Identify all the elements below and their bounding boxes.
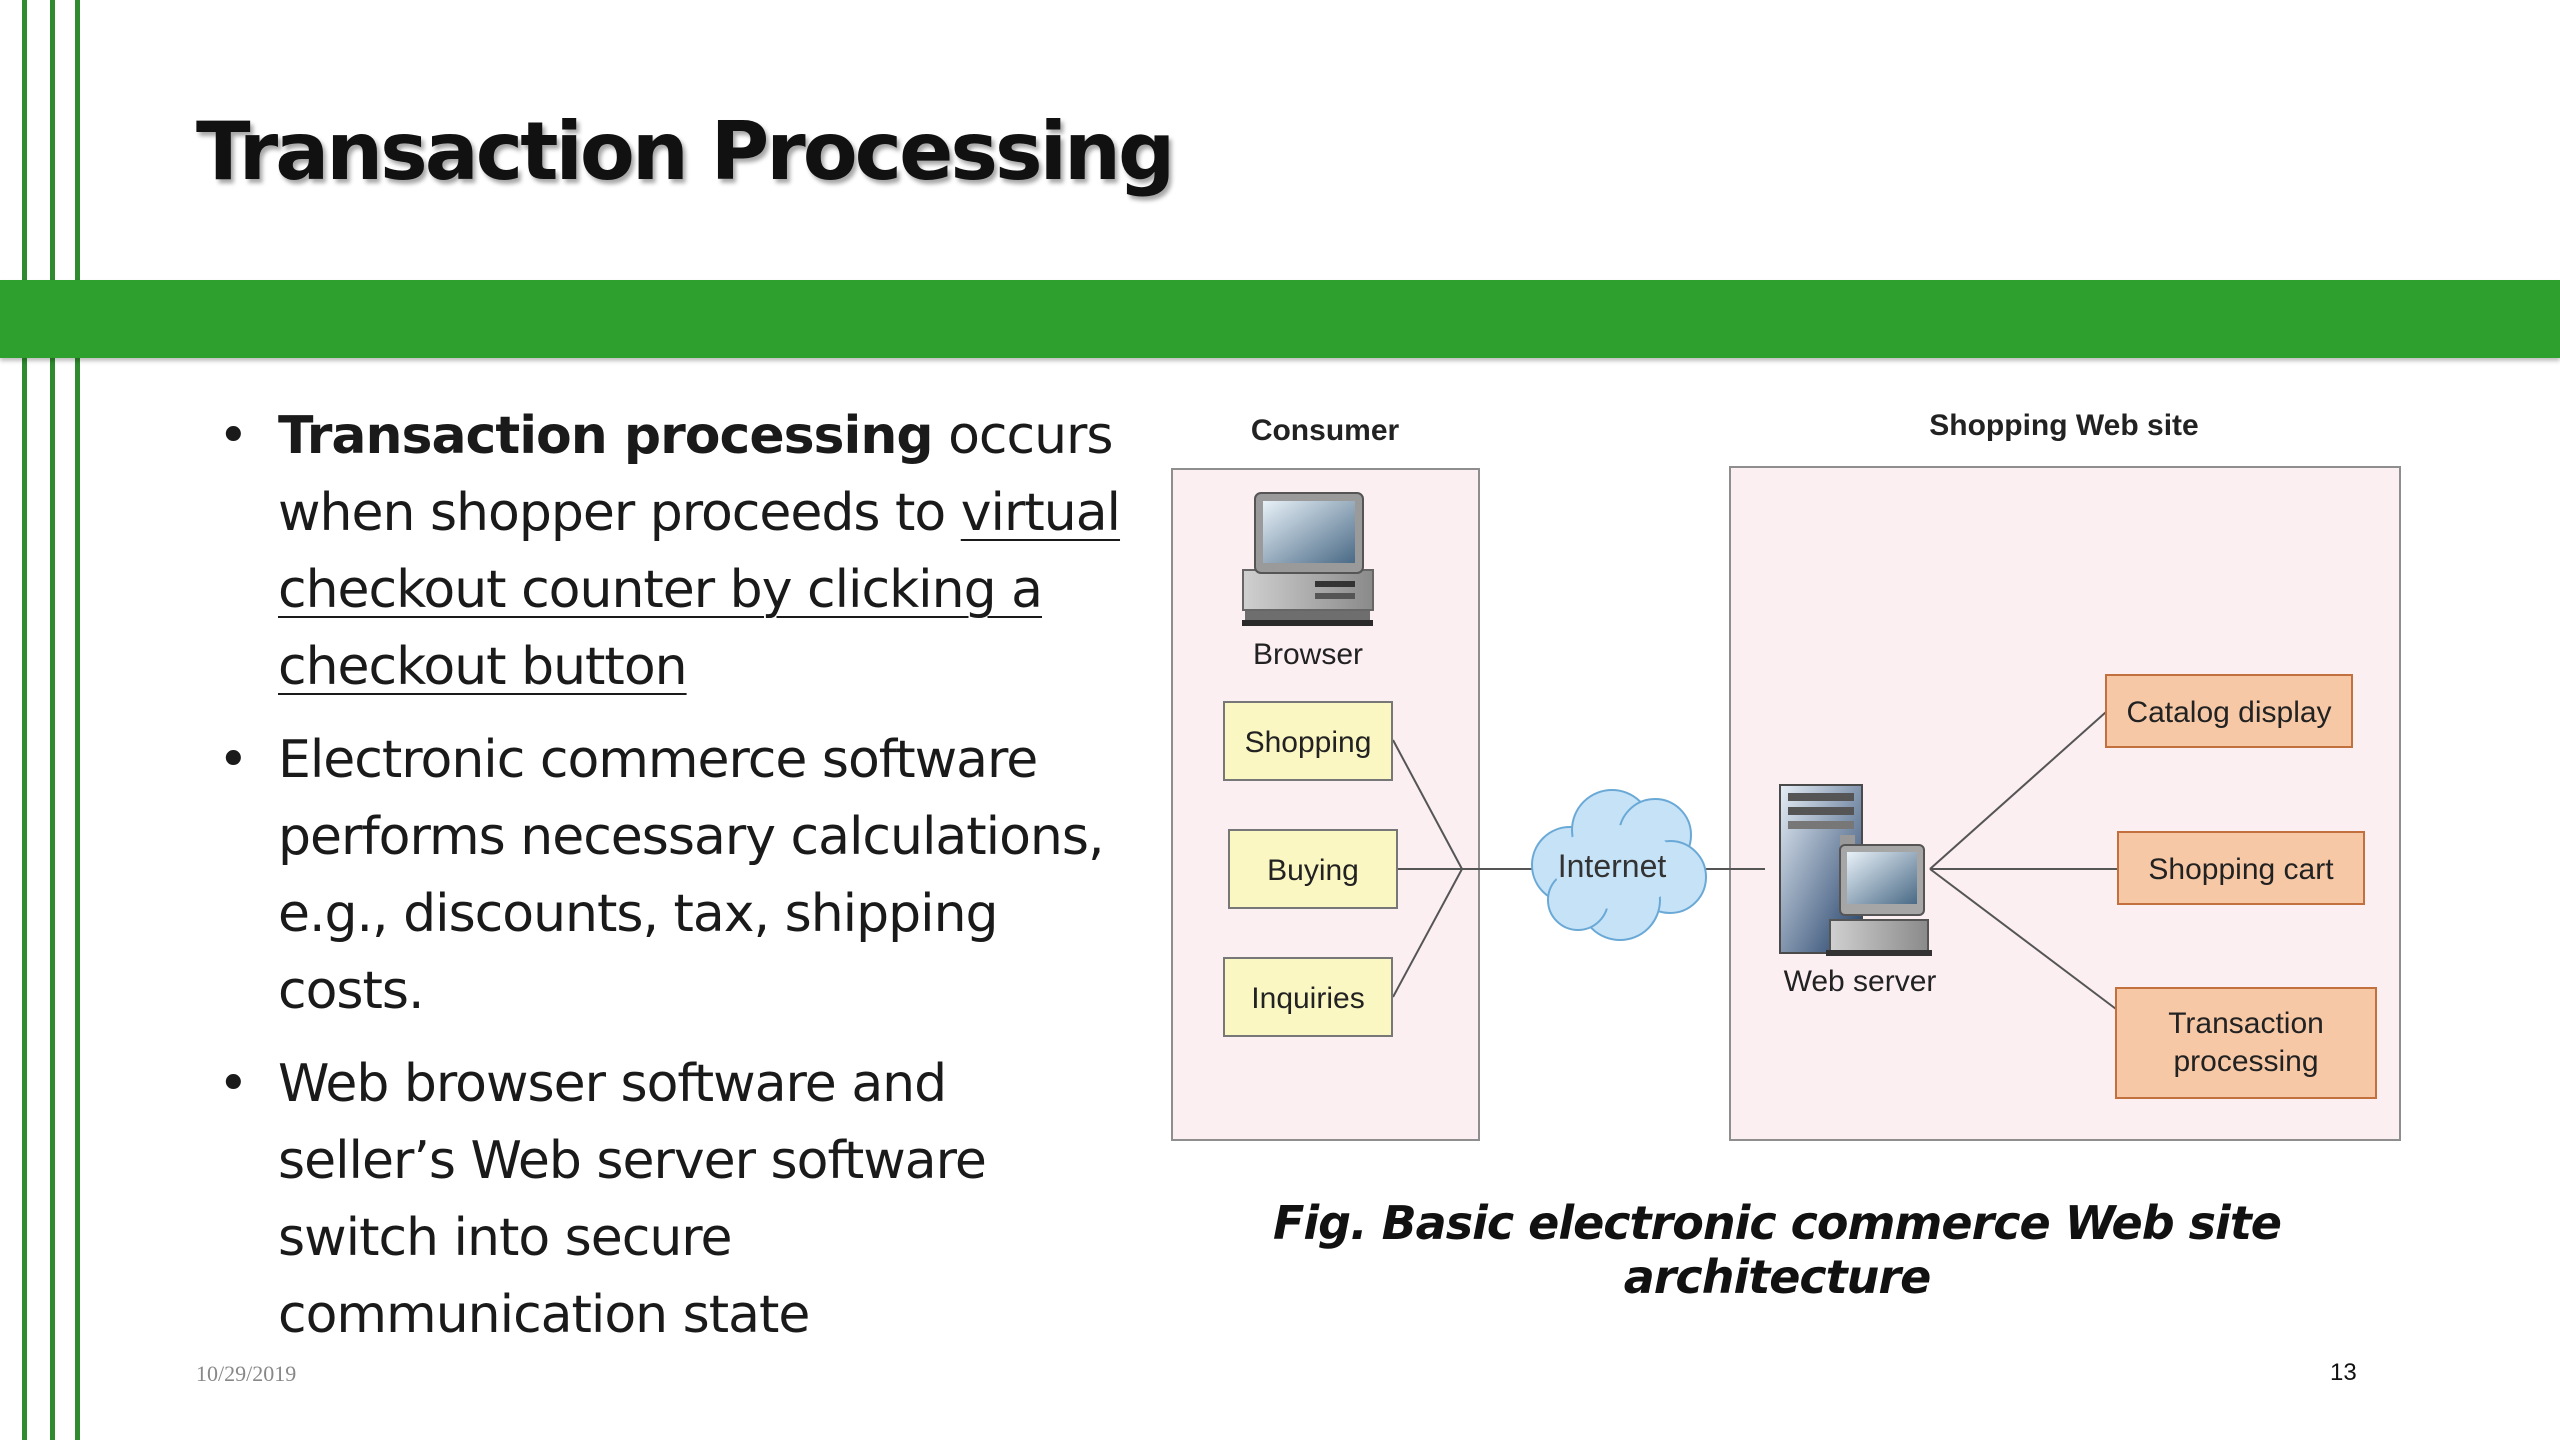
page-number: 13 xyxy=(2330,1359,2357,1386)
bullet-item-secure: Web browser software and seller’s Web se… xyxy=(196,1046,1136,1354)
left-border-line-1 xyxy=(22,0,27,1440)
consumer-label: Consumer xyxy=(1251,414,1400,447)
shopping-box-label: Shopping xyxy=(1245,726,1372,759)
transaction-processing-label-line2: processing xyxy=(2173,1045,2318,1078)
web-server-label: Web server xyxy=(1784,965,1937,998)
bullet-item-software: Electronic commerce software performs ne… xyxy=(196,722,1136,1030)
architecture-diagram: Consumer Shopping Web site Browser Shopp… xyxy=(1171,409,2401,1141)
bullet-item-transaction: Transaction processing occurs when shopp… xyxy=(196,398,1136,706)
web-server-icon xyxy=(1779,784,1932,956)
bullet-text: occurs when shopper proceeds to xyxy=(278,406,1114,543)
inquiries-box xyxy=(1223,957,1393,1037)
title-accent-band xyxy=(0,280,2560,358)
shopping-cart-label: Shopping cart xyxy=(2148,853,2334,886)
bullet-list: Transaction processing occurs when shopp… xyxy=(196,398,1136,1370)
shopping-box xyxy=(1223,701,1393,781)
figure-caption: Fig. Basic electronic commerce Web site … xyxy=(1272,1196,2282,1304)
internet-cloud-icon xyxy=(1531,789,1707,941)
internet-label: Internet xyxy=(1558,848,1667,884)
transaction-processing-label-line1: Transaction xyxy=(2168,1007,2324,1040)
left-border-line-3 xyxy=(75,0,80,1440)
connector-lines xyxy=(1392,711,2121,1013)
buying-box-label: Buying xyxy=(1267,854,1359,887)
bullet-bold-term: Transaction processing xyxy=(278,406,934,466)
slide-title: Transaction Processing xyxy=(196,105,1175,198)
browser-label: Browser xyxy=(1253,638,1363,671)
left-border-line-2 xyxy=(50,0,55,1440)
browser-computer-icon xyxy=(1242,492,1374,626)
transaction-processing-box xyxy=(2115,987,2377,1099)
buying-box xyxy=(1228,829,1398,909)
bullet-underlined-text: virtual checkout counter by clicking a c… xyxy=(278,483,1121,697)
inquiries-box-label: Inquiries xyxy=(1251,982,1364,1015)
shopping-site-label: Shopping Web site xyxy=(1929,409,2198,442)
catalog-display-label: Catalog display xyxy=(2126,696,2331,729)
footer-date: 10/29/2019 xyxy=(196,1361,297,1386)
shopping-cart-box xyxy=(2117,831,2365,905)
catalog-display-box xyxy=(2105,674,2353,748)
